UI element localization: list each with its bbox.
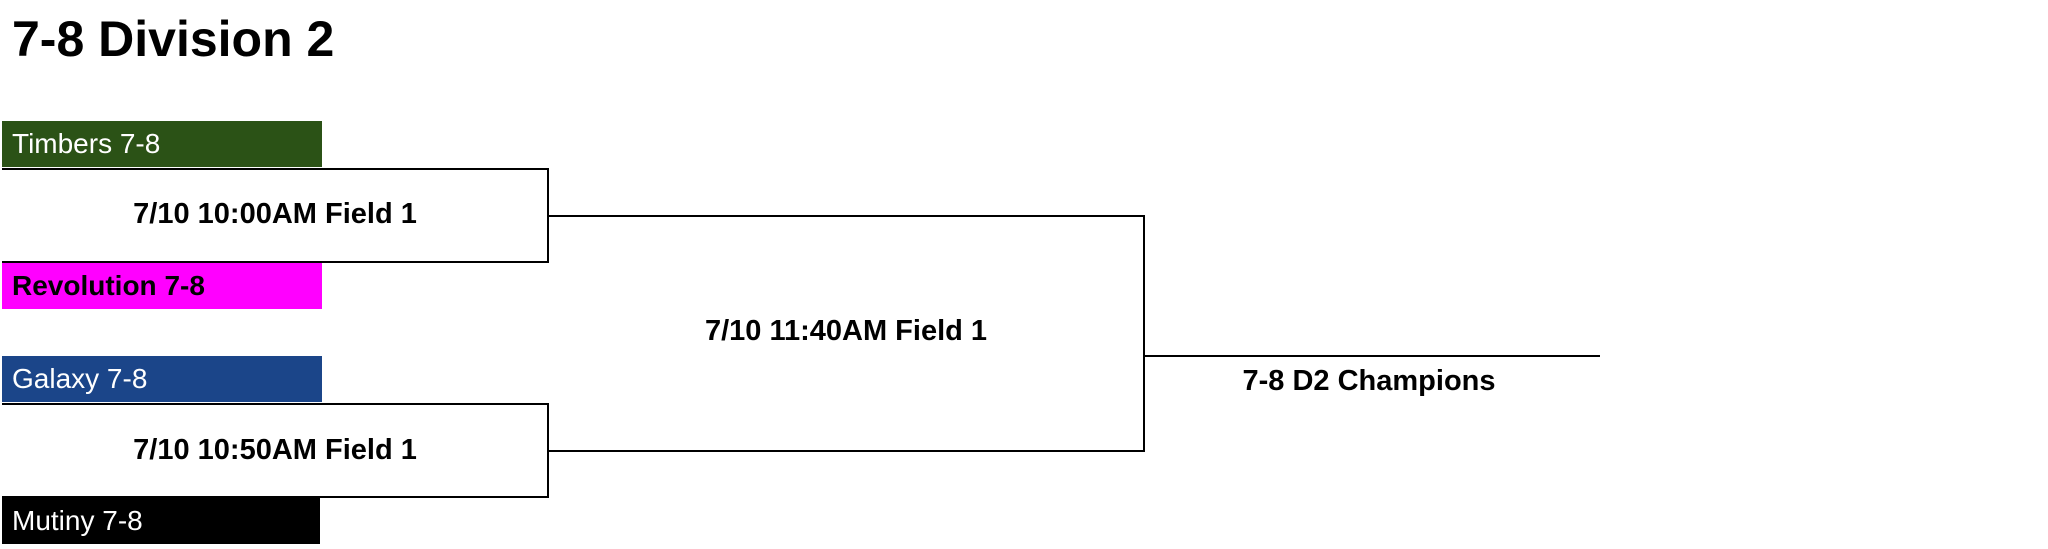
team-mutiny: Mutiny 7-8 [2, 498, 320, 544]
champion-label: 7-8 D2 Champions [1242, 365, 1496, 397]
game-2-connector [2, 403, 549, 498]
team-revolution: Revolution 7-8 [2, 263, 322, 309]
final-connector-bottom [549, 450, 1145, 452]
team-galaxy: Galaxy 7-8 [2, 356, 322, 402]
champion-line [1143, 355, 1600, 357]
game-2-schedule: 7/10 10:50AM Field 1 [133, 434, 417, 466]
team-timbers: Timbers 7-8 [2, 121, 322, 167]
page-title: 7-8 Division 2 [12, 11, 335, 67]
game-1-connector [2, 168, 549, 263]
game-1-schedule: 7/10 10:00AM Field 1 [133, 198, 417, 230]
final-connector-top [549, 215, 1145, 217]
final-game-schedule: 7/10 11:40AM Field 1 [704, 315, 988, 347]
final-connector-vertical [1143, 215, 1145, 452]
